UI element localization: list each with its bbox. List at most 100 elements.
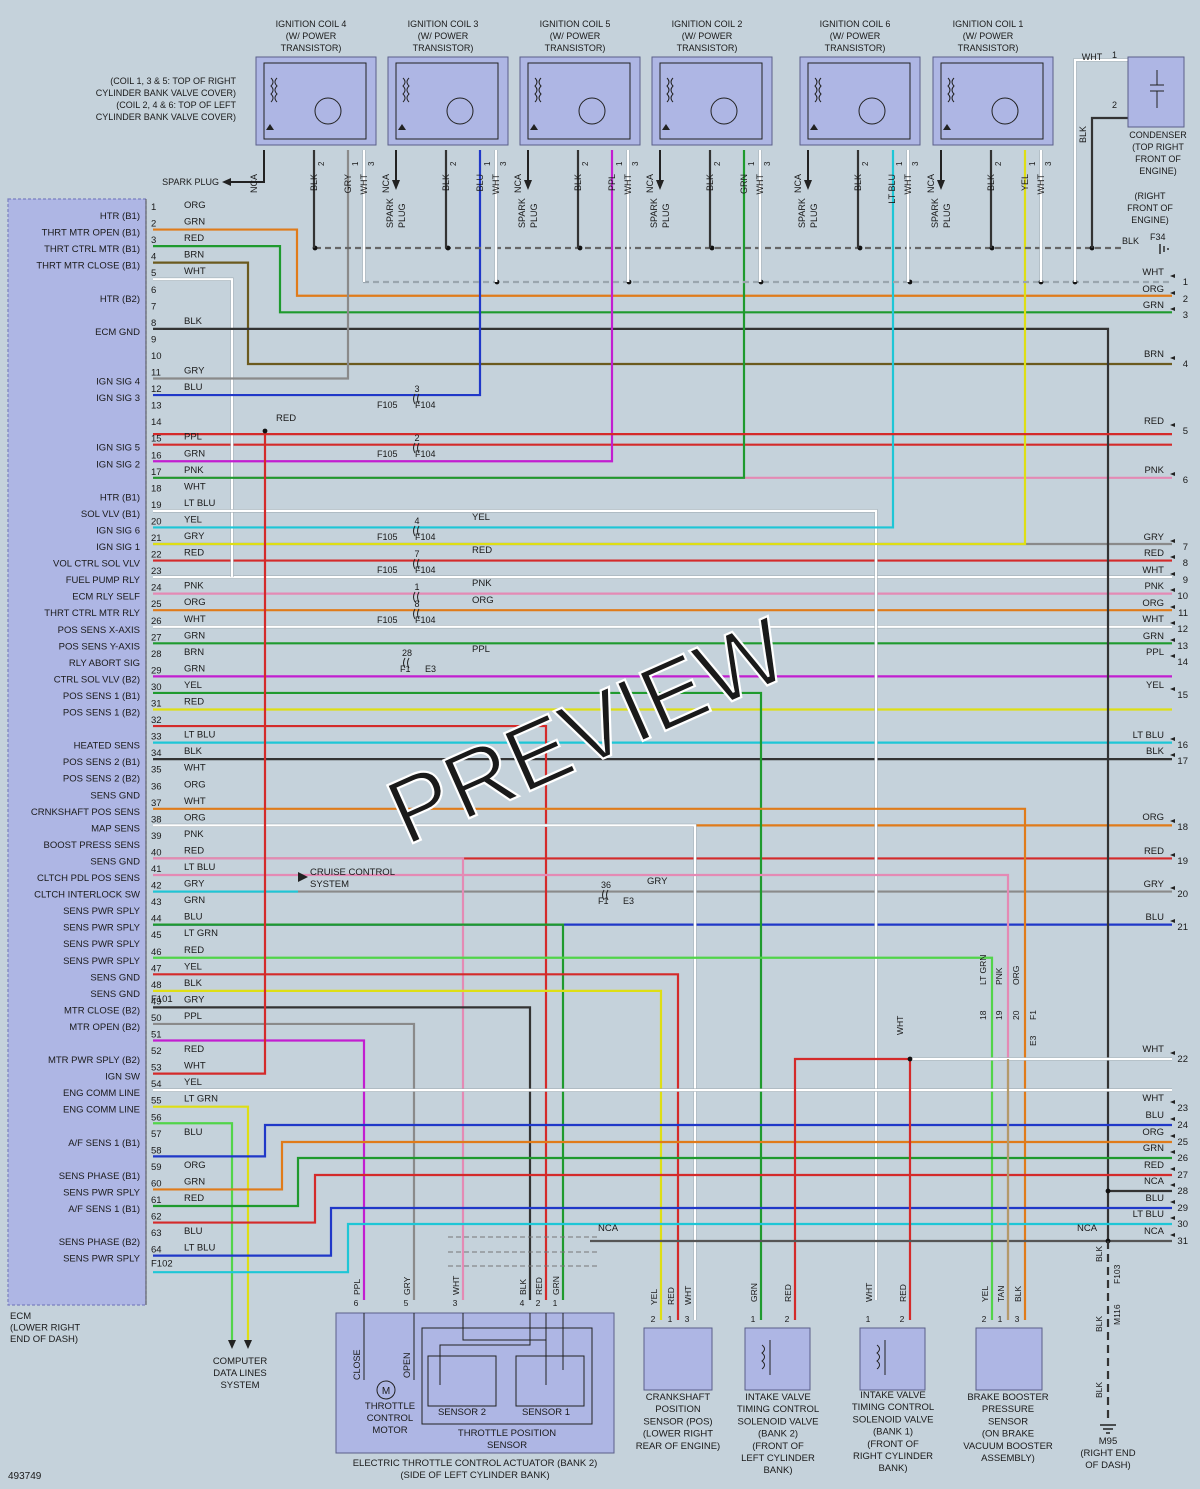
ecm-wire-color: BLU <box>184 1226 203 1237</box>
connector-pin: 4 <box>414 516 419 526</box>
coil-pin: 1 <box>1028 161 1037 166</box>
ecm-pin-number: 25 <box>151 599 162 610</box>
cdl-arrows <box>228 1340 252 1349</box>
coil-pin: 2 <box>581 161 590 166</box>
ckp-pin: 3 <box>685 1314 690 1324</box>
ecm-wire-color: BLK <box>184 316 203 327</box>
coil-wire-color: NCA <box>249 174 259 193</box>
inline-wire-color: ORG <box>472 595 494 606</box>
ecm-pin-number: 57 <box>151 1129 162 1140</box>
ecm-wire-color: RED <box>184 697 204 708</box>
ignition-coil-title: IGNITION COIL 6 <box>820 19 891 29</box>
ivt-bank1-box <box>859 1327 926 1391</box>
right-terminal-arrow <box>1170 1134 1175 1138</box>
vertical-wire-color: PNK <box>994 967 1004 985</box>
spark-label: SPARK <box>797 198 807 228</box>
right-terminal-arrow <box>1170 1216 1175 1220</box>
ecm-wire-color: YEL <box>184 514 202 525</box>
connector-pin: 28 <box>402 648 412 658</box>
coil-wire-color: YEL <box>1020 174 1030 191</box>
actuator-wire-color: GRN <box>551 1276 561 1295</box>
coil-pin: 2 <box>713 161 722 166</box>
right-wire-color: BLU <box>1146 912 1165 923</box>
ignition-coil-box <box>255 56 377 146</box>
coil-winding <box>947 77 951 103</box>
throttle-actuator-label: ELECTRIC THROTTLE CONTROL ACTUATOR (BANK… <box>353 1458 598 1469</box>
ecm-pin-function: THRT CTRL MTR RLY <box>44 608 140 619</box>
sensor2-box <box>427 1355 497 1407</box>
ecm-pin-function: POS SENS 2 (B2) <box>63 774 140 785</box>
right-wire-color: YEL <box>1146 680 1164 691</box>
transistor-symbol <box>446 97 474 125</box>
ecm-pin-number: 49 <box>151 996 162 1007</box>
ecm-wire-color: BRN <box>184 647 204 658</box>
ecm-pin-number: 52 <box>151 1046 162 1057</box>
ecm-wire-color: GRN <box>184 895 205 906</box>
ecm-wire-color: PNK <box>184 829 204 840</box>
right-terminal-number: 3 <box>1183 310 1188 321</box>
ecm-wire-color: BLU <box>184 382 203 393</box>
computer-data-lines-label: DATA LINES <box>213 1368 267 1379</box>
coil-pin: 3 <box>763 161 772 166</box>
ecm-wire-color: ORG <box>184 200 206 211</box>
ignition-coil-title: IGNITION COIL 2 <box>672 19 743 29</box>
brake-booster-sensor-label: BRAKE BOOSTER <box>967 1392 1048 1403</box>
ecm-pin-function: POS SENS 1 (B2) <box>63 708 140 719</box>
right-terminal-arrow <box>1170 555 1175 559</box>
right-terminal-number: 30 <box>1177 1219 1188 1230</box>
diode-symbol <box>398 124 406 130</box>
brake-booster-sensor-box <box>975 1327 1043 1391</box>
right-terminal-arrow <box>1170 539 1175 543</box>
ignition-coil-title: TRANSISTOR) <box>825 43 886 53</box>
ecm-wire-color: RED <box>184 845 204 856</box>
splice-dot <box>907 1056 913 1062</box>
ecm-wire-color: GRN <box>184 448 205 459</box>
inline-connector <box>413 393 420 405</box>
right-wire-color: NCA <box>1144 1226 1165 1237</box>
coil-pin: 3 <box>631 161 640 166</box>
ground-symbol <box>1159 244 1169 254</box>
ecm-pin-function: SENS GND <box>90 856 140 867</box>
right-wire-color: LT BLU <box>1133 1209 1164 1220</box>
bbp-pin: 3 <box>1015 1314 1020 1324</box>
right-terminal-number: 18 <box>1177 822 1188 833</box>
right-wire-color: RED <box>1144 1160 1164 1171</box>
right-wire-color: LT BLU <box>1133 730 1164 741</box>
wire-wht-htr <box>153 509 878 1300</box>
ecm-pin-function: CTRL SOL VLV (B2) <box>54 674 140 685</box>
brake-booster-sensor-label: ASSEMBLY) <box>981 1453 1035 1464</box>
m95-ground-label: M95 <box>1099 1436 1117 1447</box>
plug-label: PLUG <box>397 203 407 228</box>
ecm-pin-function: CLTCH PDL POS SENS <box>37 873 140 884</box>
cruise-arrow <box>298 872 308 882</box>
coil-winding <box>666 77 670 103</box>
connector-label: F105 <box>377 532 398 542</box>
connector-label: F104 <box>415 532 436 542</box>
ecm-pin-number: 38 <box>151 814 162 825</box>
ivt-bank2-label: (FRONT OF <box>752 1441 804 1452</box>
coil-wire-color: BLK <box>573 174 583 191</box>
condenser-label: FRONT OF <box>1135 154 1181 164</box>
right-terminal-arrow <box>1170 307 1175 311</box>
vertical-connector-pin: 18 <box>978 1010 988 1020</box>
ecm-pin-function: IGN SIG 1 <box>96 542 140 553</box>
connector-pin: 3 <box>414 384 419 394</box>
right-wire-color: GRN <box>1143 300 1164 311</box>
vertical-connector-label: F103 <box>1112 1264 1122 1284</box>
right-wire-color: ORG <box>1142 284 1164 295</box>
sensor2-label: SENSOR 2 <box>438 1407 486 1418</box>
ecm-pin-function: HTR (B2) <box>100 294 140 305</box>
ecm-pin-number: 36 <box>151 781 162 792</box>
ecm-wire-color: ORG <box>184 1160 206 1171</box>
ivt-bank2-label: SOLENOID VALVE <box>738 1416 819 1427</box>
ignition-coil-box <box>932 56 1054 146</box>
right-terminal-arrow <box>1170 572 1175 576</box>
diode-symbol <box>266 124 274 130</box>
right-wire-color: ORG <box>1142 598 1164 609</box>
coil-wire-color: BLK <box>705 174 715 191</box>
right-terminal-arrow <box>1170 1051 1175 1055</box>
right-terminal-number: 7 <box>1183 542 1188 553</box>
coil-winding <box>670 77 674 103</box>
ecm-wire-color: RED <box>184 548 204 559</box>
ivt-bank1-label: TIMING CONTROL <box>852 1402 934 1413</box>
